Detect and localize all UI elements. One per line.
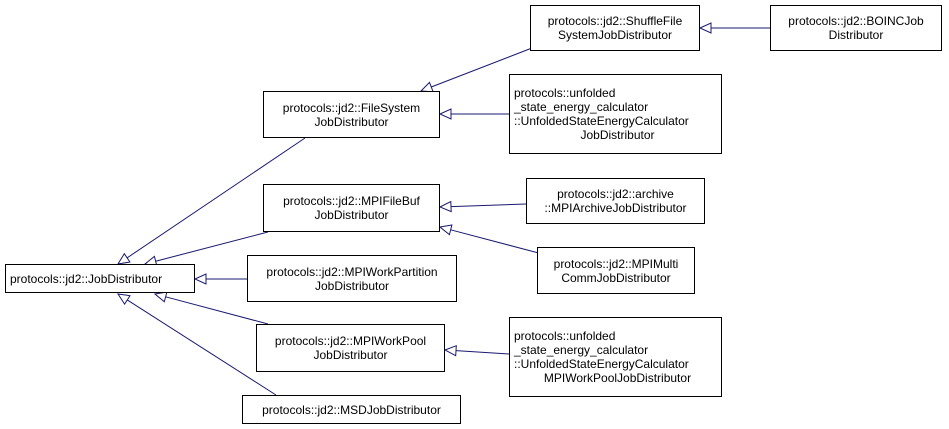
- inheritance-edge-mpi_work_pool-to-job_distributor: [153, 291, 269, 325]
- node-label-line: _state_energy_calculator: [514, 343, 649, 357]
- node-label-line: JobDistributor: [314, 208, 389, 222]
- edge-line: [155, 231, 269, 262]
- node-label-line: protocols::jd2::archive: [557, 187, 674, 201]
- node-mpi-work-pool-job-distributor[interactable]: protocols::jd2::MPIWorkPool JobDistribut…: [256, 324, 445, 372]
- node-label-line: protocols::unfolded: [514, 329, 616, 343]
- inheritance-edge-boinc-to-shuffle_file_system: [698, 22, 770, 34]
- edge-arrowhead: [438, 200, 452, 213]
- node-label-line: protocols::jd2::MPIMulti: [553, 256, 679, 271]
- node-label-line: JobDistributor: [313, 348, 388, 362]
- node-label-line: protocols::jd2::JobDistributor: [10, 271, 163, 286]
- edge-arrowhead: [698, 22, 712, 34]
- node-label-line: ::UnfoldedStateEnergyCalculator: [514, 357, 689, 371]
- edge-line: [450, 203, 527, 208]
- inheritance-edge-mpi_multi_comm-to-mpi_file_buf: [438, 224, 551, 257]
- inheritance-edge-msd-to-job_distributor: [116, 293, 277, 396]
- edge-arrowhead: [153, 291, 168, 303]
- edge-arrowhead: [438, 108, 452, 120]
- inheritance-edge-unfolded_state-to-file_system: [438, 108, 509, 120]
- node-label-line: ::MPIArchiveJobDistributor: [544, 201, 687, 215]
- edge-arrowhead: [438, 224, 453, 236]
- node-label-line: protocols::unfolded: [514, 86, 616, 100]
- inheritance-edge-mpi_work_partition-to-job_distributor: [193, 273, 247, 285]
- edge-line: [450, 229, 551, 257]
- node-file-system-job-distributor[interactable]: protocols::jd2::FileSystem JobDistributo…: [263, 91, 440, 138]
- edge-arrowhead: [116, 293, 131, 306]
- inheritance-edge-mpi_archive-to-mpi_file_buf: [438, 200, 527, 213]
- node-boinc-job-distributor[interactable]: protocols::jd2::BOINCJob Distributor: [770, 5, 942, 51]
- node-label-line: ::UnfoldedStateEnergyCalculator: [514, 114, 689, 128]
- inheritance-edge-unfolded_state_pool-to-mpi_work_pool: [443, 344, 510, 357]
- node-label-line: CommJobDistributor: [561, 270, 671, 285]
- node-label-line: MPIWorkPoolJobDistributor: [543, 371, 692, 385]
- node-label-line: JobDistributor: [314, 114, 389, 129]
- node-label-line: protocols::jd2::MSDJobDistributor: [262, 402, 441, 417]
- edge-line: [165, 296, 269, 325]
- edge-line: [431, 47, 533, 88]
- node-label-line: protocols::jd2::MPIWorkPool: [274, 334, 427, 348]
- node-mpi-archive-job-distributor[interactable]: protocols::jd2::archive ::MPIArchiveJobD…: [526, 178, 705, 224]
- node-label-line: JobDistributor: [580, 128, 655, 142]
- node-job-distributor[interactable]: protocols::jd2::JobDistributor: [5, 264, 195, 293]
- edge-arrowhead: [193, 273, 207, 285]
- node-unfolded-state-energy-calculator-job-distributor[interactable]: protocols::unfolded _state_energy_calcul…: [509, 74, 722, 154]
- edge-line: [455, 350, 510, 355]
- edge-line: [126, 299, 277, 396]
- node-label-line: protocols::jd2::MPIWorkPartition: [266, 264, 438, 279]
- node-label-line: protocols::jd2::ShuffleFile: [547, 14, 683, 28]
- node-mpi-work-partition-job-distributor[interactable]: protocols::jd2::MPIWorkPartition JobDist…: [247, 255, 457, 302]
- node-mpi-multi-comm-job-distributor[interactable]: protocols::jd2::MPIMulti CommJobDistribu…: [537, 247, 695, 294]
- node-label-line: _state_energy_calculator: [514, 100, 649, 114]
- edge-line: [126, 137, 306, 259]
- node-label-line: protocols::jd2::BOINCJob: [788, 14, 924, 28]
- node-label-line: protocols::jd2::MPIFileBuf: [283, 194, 420, 208]
- node-msd-job-distributor[interactable]: protocols::jd2::MSDJobDistributor: [242, 395, 461, 424]
- node-label-line: Distributor: [828, 28, 884, 42]
- node-shuffle-file-system-job-distributor[interactable]: protocols::jd2::ShuffleFile SystemJobDis…: [530, 5, 700, 51]
- node-label-line: SystemJobDistributor: [557, 28, 673, 42]
- node-mpi-file-buf-job-distributor[interactable]: protocols::jd2::MPIFileBuf JobDistributo…: [263, 184, 440, 232]
- node-label-line: JobDistributor: [314, 278, 390, 293]
- edge-arrowhead: [117, 252, 131, 265]
- edge-arrowhead: [443, 344, 457, 357]
- node-unfolded-state-energy-calculator-mpi-work-pool-job-distributor[interactable]: protocols::unfolded _state_energy_calcul…: [509, 317, 722, 397]
- inheritance-edge-file_system-to-job_distributor: [117, 137, 306, 265]
- node-label-line: protocols::jd2::FileSystem: [282, 100, 421, 115]
